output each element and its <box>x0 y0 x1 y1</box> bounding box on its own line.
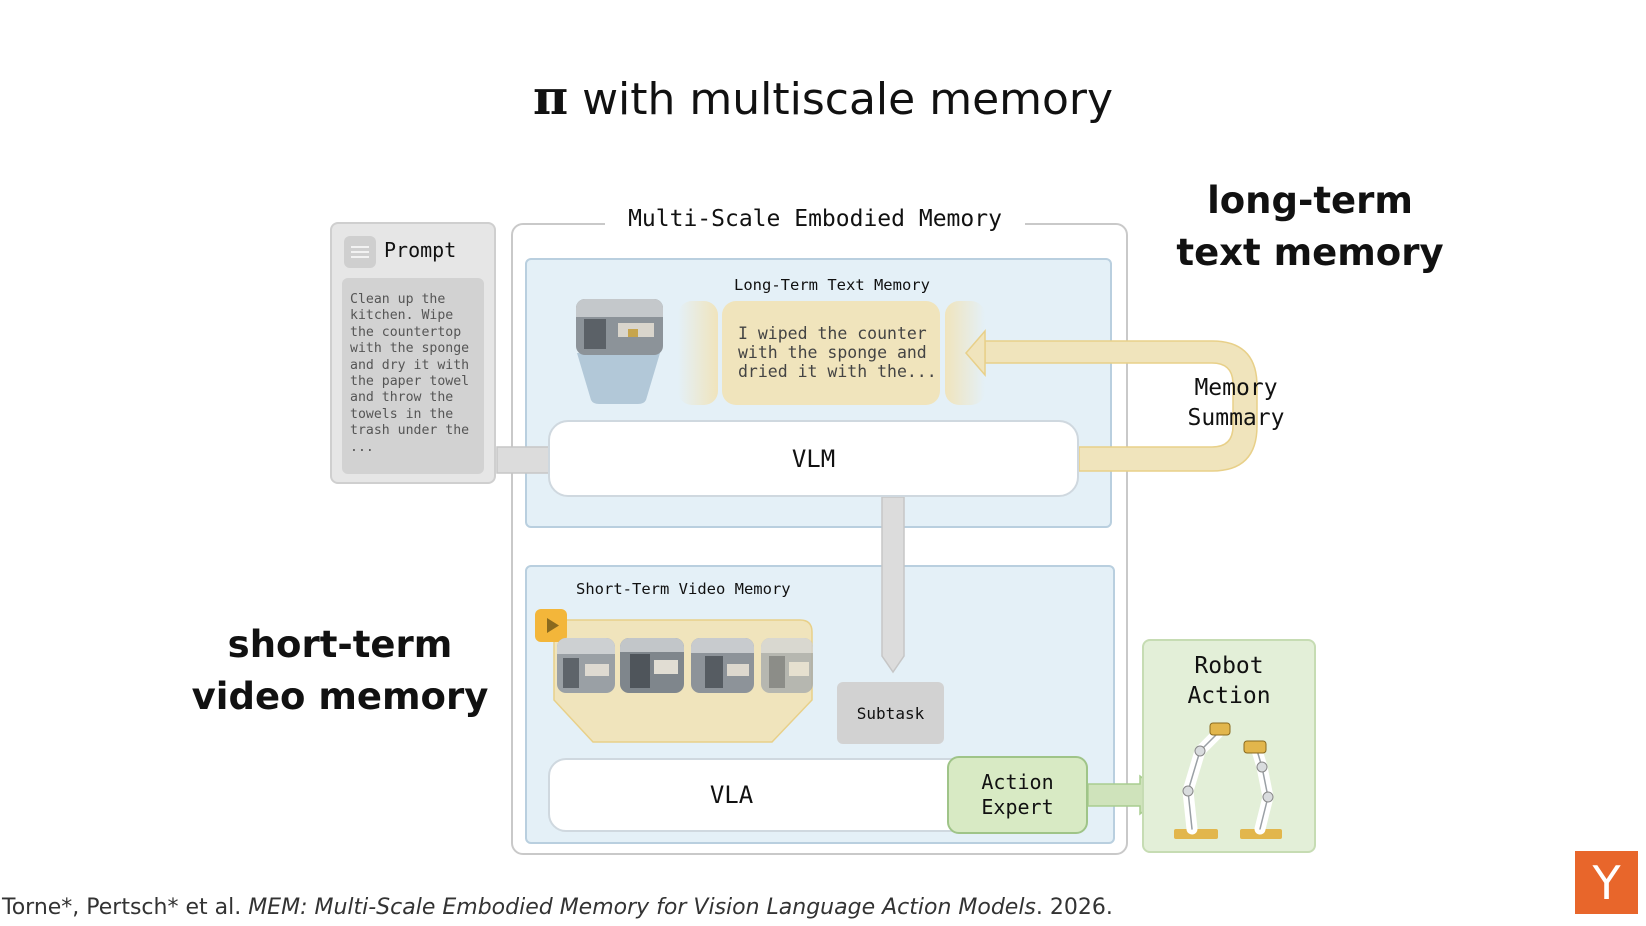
ltm-text: I wiped the counter with the sponge and … <box>738 324 937 381</box>
video-frame-1 <box>557 638 615 693</box>
robot-action-line2: Action <box>1187 683 1271 709</box>
short-term-label-line1: short-term <box>227 623 453 666</box>
vlm-label: VLM <box>791 444 836 473</box>
memory-summary-line1: Memory <box>1194 375 1278 401</box>
ltm-image-holder <box>577 353 660 404</box>
pi-symbol: π <box>532 70 569 126</box>
memory-summary-line2: Summary <box>1187 405 1285 431</box>
prompt-body: Clean up the kitchen. Wipe the counterto… <box>342 278 484 474</box>
action-expert-block: Action Expert <box>947 756 1088 834</box>
title-text: with multiscale memory <box>568 74 1114 125</box>
long-term-memory-title: Long-Term Text Memory <box>734 276 930 294</box>
citation: Torne*, Pertsch* et al. MEM: Multi-Scale… <box>2 895 1113 920</box>
video-frame-4 <box>761 638 813 693</box>
ltm-slot-right <box>945 301 985 405</box>
robot-arms-icon <box>1174 722 1282 839</box>
ltm-slot-left <box>678 301 718 405</box>
vla-label: VLA <box>709 781 754 809</box>
page-title: π with multiscale memory <box>0 70 1646 126</box>
prompt-panel: Prompt Clean up the kitchen. Wipe the co… <box>330 222 496 484</box>
video-frame-3 <box>691 638 754 693</box>
logo-letter: Y <box>1592 855 1621 910</box>
ltm-camera-image <box>576 299 663 355</box>
document-icon <box>344 236 376 268</box>
video-frame-2 <box>620 638 684 693</box>
short-term-memory-title: Short-Term Video Memory <box>576 580 791 598</box>
citation-paper: MEM: Multi-Scale Embodied Memory for Vis… <box>248 895 1036 920</box>
citation-authors: Torne*, Pertsch* et al. <box>2 895 249 920</box>
vlm-block: VLM <box>548 420 1079 497</box>
ltm-text-card <box>722 301 940 405</box>
subtask-block: Subtask <box>837 682 944 744</box>
short-term-label-line2: video memory <box>191 675 489 718</box>
citation-year: . 2026. <box>1035 895 1113 920</box>
robot-action-panel: Robot Action <box>1142 639 1316 853</box>
y-combinator-logo: Y <box>1575 851 1638 914</box>
vlm-to-subtask-arrow <box>881 496 905 674</box>
prompt-title: Prompt <box>384 238 457 262</box>
robot-action-title: Robot Action <box>1144 651 1314 711</box>
video-play-icon <box>535 609 567 642</box>
action-expert-line1: Action <box>981 770 1054 794</box>
long-term-label-line2: text memory <box>1176 231 1444 274</box>
memory-summary-band <box>984 340 1258 472</box>
action-expert-line2: Expert <box>981 795 1054 819</box>
short-term-label: short-term video memory <box>190 619 490 723</box>
long-term-label-line1: long-term <box>1207 179 1413 222</box>
robot-action-line1: Robot <box>1194 653 1264 679</box>
memory-summary-arrowhead <box>965 328 986 378</box>
long-term-label: long-term text memory <box>1160 175 1460 279</box>
memory-summary-label: Memory Summary <box>1168 373 1304 433</box>
multi-scale-memory-title: Multi-Scale Embodied Memory <box>605 206 1025 232</box>
